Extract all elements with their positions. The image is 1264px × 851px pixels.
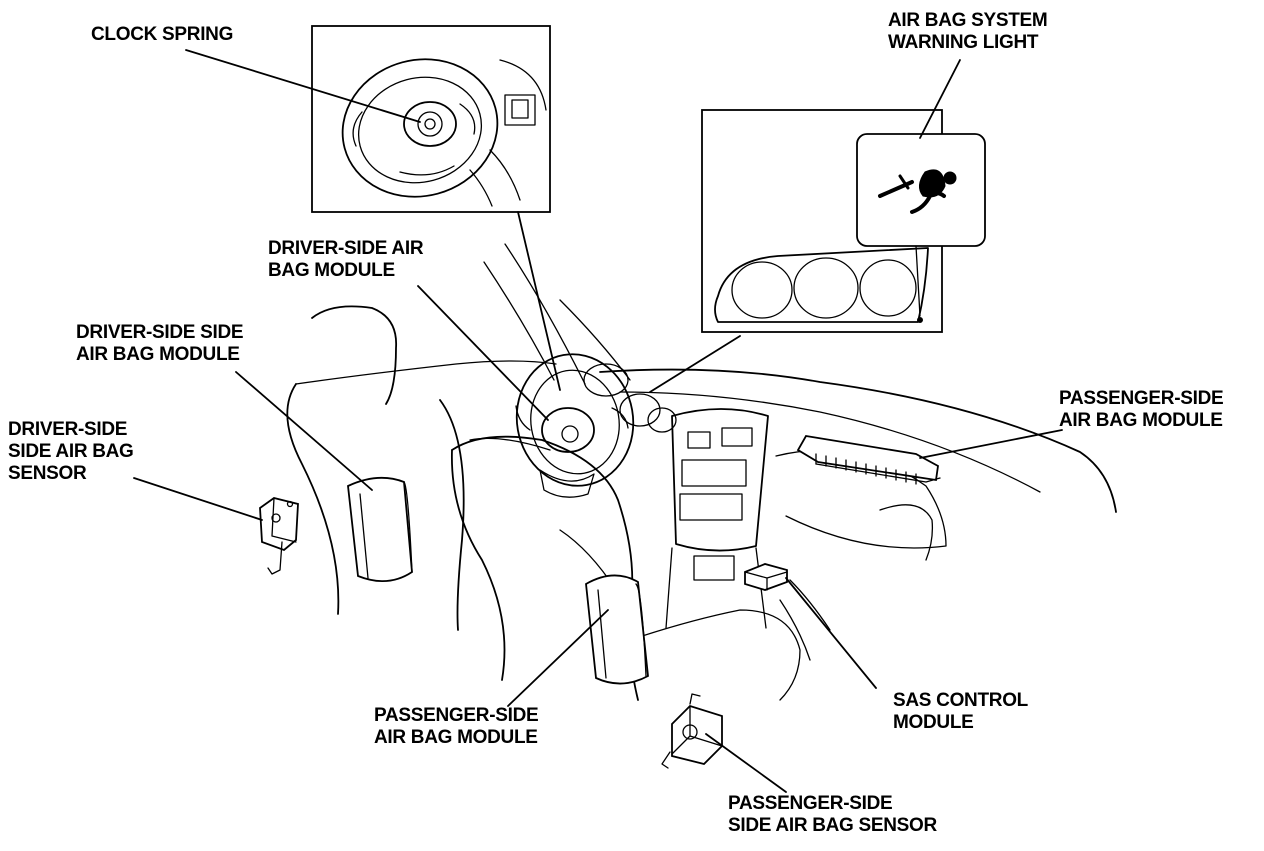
label-line: PASSENGER-SIDE [1059, 388, 1224, 409]
label-clock-spring: CLOCK SPRING [91, 24, 233, 46]
label-line: SAS CONTROL [893, 690, 1028, 711]
leader-lines [133, 49, 1063, 793]
vehicle-interior-outline [259, 243, 1117, 769]
label-line: SIDE AIR BAG [8, 441, 134, 462]
label-air-bag-warning-light: AIR BAG SYSTEM WARNING LIGHT [888, 10, 1048, 54]
driver-side-seat-airbag-module [347, 476, 413, 582]
label-driver-side-side-air-bag-sensor: DRIVER-SIDE SIDE AIR BAG SENSOR [8, 419, 134, 485]
label-line: SENSOR [8, 463, 87, 484]
label-line: PASSENGER-SIDE [374, 705, 539, 726]
label-line: AIR BAG MODULE [76, 344, 240, 365]
label-line: PASSENGER-SIDE [728, 793, 893, 814]
sas-control-module [744, 563, 788, 591]
label-passenger-side-side-air-bag-sensor: PASSENGER-SIDE SIDE AIR BAG SENSOR [728, 793, 937, 837]
passenger-side-seat-airbag-module [585, 574, 649, 685]
label-line: WARNING LIGHT [888, 32, 1039, 53]
label-line: DRIVER-SIDE SIDE [76, 322, 244, 343]
label-driver-side-side-air-bag-module: DRIVER-SIDE SIDE AIR BAG MODULE [76, 322, 244, 366]
label-sas-control-module: SAS CONTROL MODULE [893, 690, 1028, 734]
label-line: DRIVER-SIDE [8, 419, 128, 440]
label-driver-side-air-bag-module: DRIVER-SIDE AIR BAG MODULE [268, 238, 424, 282]
driver-side-sensor-part [259, 497, 299, 575]
label-line: CLOCK SPRING [91, 24, 234, 45]
passenger-dash-airbag-module [796, 435, 941, 485]
warning-light-inset [701, 109, 986, 333]
clock-spring-inset [311, 25, 551, 213]
label-line: MODULE [893, 712, 974, 733]
label-passenger-side-seat-air-bag-module: PASSENGER-SIDE AIR BAG MODULE [374, 705, 539, 749]
label-line: AIR BAG SYSTEM [888, 10, 1048, 31]
label-line: DRIVER-SIDE AIR [268, 238, 424, 259]
label-line: AIR BAG MODULE [374, 727, 538, 748]
passenger-side-sensor-part [661, 693, 723, 769]
label-line: BAG MODULE [268, 260, 395, 281]
label-line: AIR BAG MODULE [1059, 410, 1223, 431]
label-line: SIDE AIR BAG SENSOR [728, 815, 937, 836]
label-passenger-side-air-bag-module: PASSENGER-SIDE AIR BAG MODULE [1059, 388, 1224, 432]
